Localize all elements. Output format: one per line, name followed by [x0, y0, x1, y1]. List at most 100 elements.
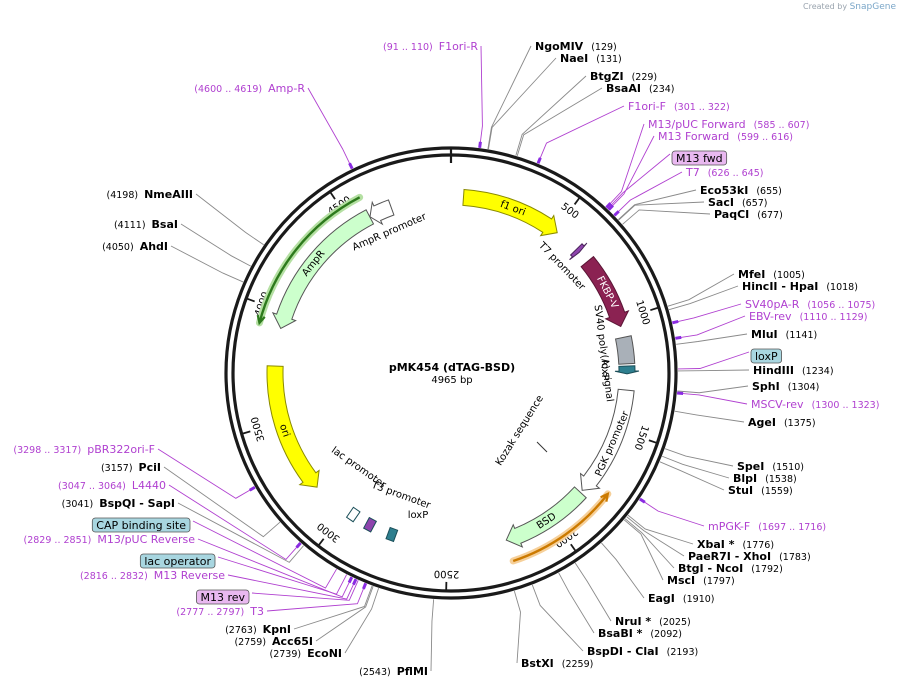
feature-t7-promoter[interactable]: T7 promoter [535, 240, 587, 294]
site-label-stui[interactable]: StuI(1559) [728, 484, 793, 497]
leader-line [195, 193, 264, 246]
site-label-ngomiv[interactable]: NgoMIV(129) [535, 40, 617, 53]
feature-arrow-t7-promoter[interactable] [569, 242, 588, 261]
feature-f1-ori[interactable]: f1 ori [462, 188, 558, 237]
site-label-bspdi-clai[interactable]: BspDI - ClaI(2193) [587, 645, 698, 658]
site-label-mlui[interactable]: MluI(1141) [751, 328, 817, 341]
feature-tag-m13-rev[interactable]: M13 rev [196, 589, 250, 605]
site-label-nrui[interactable]: NruI *(2025) [615, 615, 691, 628]
site-label-mfei[interactable]: MfeI(1005) [738, 268, 805, 281]
feature-loxp[interactable]: loxP [599, 360, 640, 381]
site-name: L4440 [132, 479, 166, 492]
site-label-bstxi[interactable]: BstXI(2259) [521, 657, 593, 670]
feature-tag-loxp[interactable]: loxP [750, 348, 782, 364]
leader-line [618, 189, 697, 220]
leader-line [531, 584, 584, 652]
site-name: EcoNI [307, 647, 342, 660]
site-label-pbr322ori-f[interactable]: pBR322ori-F(3298 .. 3317) [13, 443, 155, 456]
feature-arrow-fkbp-v[interactable] [580, 255, 630, 328]
bp-tick-label: 3500 [250, 415, 268, 443]
site-label-m13-reverse[interactable]: M13 Reverse(2816 .. 2832) [80, 569, 225, 582]
feature-bsd[interactable]: BSD [505, 486, 587, 548]
feature-tag-lac-operator[interactable]: lac operator [139, 553, 216, 569]
feature-arrow-f1-ori[interactable] [462, 188, 558, 237]
site-label-amp-r[interactable]: Amp-R(4600 .. 4619) [194, 82, 305, 95]
site-label-naei[interactable]: NaeI(131) [560, 52, 622, 65]
site-label-hindiii[interactable]: HindIII(1234) [753, 364, 834, 377]
feature-arrow-loxp[interactable] [614, 365, 640, 375]
site-label-pcii[interactable]: PciI(3157) [101, 461, 161, 474]
site-label-xbai[interactable]: XbaI *(1776) [697, 538, 774, 551]
site-label-mpgk-f[interactable]: mPGK-F(1697 .. 1716) [708, 520, 826, 533]
orf-arc[interactable] [258, 196, 361, 324]
feature-tag-m13-fwd[interactable]: M13 fwd [671, 150, 728, 166]
site-label-spei[interactable]: SpeI(1510) [737, 460, 804, 473]
site-label-sphi[interactable]: SphI(1304) [752, 380, 819, 393]
site-label-t7[interactable]: T7(626 .. 645) [685, 166, 763, 179]
site-label-paer7i-xhoi[interactable]: PaeR7I - XhoI(1783) [688, 550, 811, 563]
site-label-f1ori-r[interactable]: F1ori-R(91 .. 110) [383, 40, 478, 53]
feature-arrow-ori[interactable] [266, 365, 320, 488]
primer-mark [676, 391, 684, 396]
feature-arrow-sv40-poly-a-signal[interactable] [614, 335, 636, 365]
site-label-paqci[interactable]: PaqCI(677) [714, 208, 783, 221]
leader-line [163, 466, 281, 538]
site-label-eagi[interactable]: EagI(1910) [648, 592, 715, 605]
lac-feature-loxp[interactable] [385, 526, 399, 543]
feature-arrow-pgk-promoter[interactable] [579, 388, 635, 491]
site-label-acc65i[interactable]: Acc65I(2759) [234, 635, 313, 648]
feature-arrow-bsd[interactable] [505, 486, 587, 548]
site-label-nmeaiii[interactable]: NmeAIII(4198) [106, 188, 193, 201]
site-label-pflmi[interactable]: PflMI(2543) [359, 665, 428, 678]
site-position: (1776) [742, 540, 774, 551]
site-label-mscv-rev[interactable]: MSCV-rev(1300 .. 1323) [751, 398, 879, 411]
feature-pgk-promoter[interactable]: PGK promoter [579, 388, 635, 491]
site-label-btgi-ncoi[interactable]: BtgI - NcoI(1792) [678, 562, 783, 575]
leader-line [677, 369, 750, 372]
site-label-saci[interactable]: SacI(657) [708, 196, 768, 209]
site-label-l4440[interactable]: L4440(3047 .. 3064) [58, 479, 166, 492]
site-label-eco53ki[interactable]: Eco53kI(655) [700, 184, 782, 197]
site-label-t3[interactable]: T3(2777 .. 2797) [176, 605, 264, 618]
feature-ori[interactable]: ori [266, 365, 320, 488]
orf-arc[interactable] [512, 493, 609, 563]
site-label-sv40pa-r[interactable]: SV40pA-R(1056 .. 1075) [745, 298, 875, 311]
site-label-kpni[interactable]: KpnI(2763) [225, 623, 291, 636]
site-name: BspDI - ClaI [587, 645, 659, 658]
site-label-m13-puc-forward[interactable]: M13/pUC Forward(585 .. 607) [648, 118, 809, 131]
site-name: KpnI [263, 623, 291, 636]
site-label-m13-forward[interactable]: M13 Forward(599 .. 616) [658, 130, 793, 143]
site-label-msci[interactable]: MscI(1797) [667, 574, 735, 587]
site-position: (1375) [784, 418, 816, 429]
site-label-bsabi[interactable]: BsaBI *(2092) [598, 627, 682, 640]
site-label-f1ori-f[interactable]: F1ori-F(301 .. 322) [628, 100, 730, 113]
site-label-ahdi[interactable]: AhdI(4050) [102, 240, 168, 253]
site-name: NaeI [560, 52, 588, 65]
site-label-btgzi[interactable]: BtgZI(229) [590, 70, 657, 83]
leader-line [676, 333, 748, 345]
feature-arrow-ampr[interactable] [271, 209, 375, 330]
site-position: (234) [649, 84, 675, 95]
site-label-bsai[interactable]: BsaI(4111) [114, 218, 178, 231]
lac-feature-t3-promoter[interactable] [362, 516, 378, 533]
feature-arrow-ampr-promoter[interactable] [369, 199, 395, 226]
site-label-blpi[interactable]: BlpI(1538) [733, 472, 797, 485]
site-label-bsaai[interactable]: BsaAI(234) [606, 82, 675, 95]
feature-fkbp-v[interactable]: FKBP-V [580, 255, 630, 328]
leader-line [516, 87, 603, 157]
site-position: (1005) [773, 270, 805, 281]
site-name: M13 Reverse [154, 569, 225, 582]
site-label-econi[interactable]: EcoNI(2739) [270, 647, 342, 660]
snapgene-logo: SnapGene [849, 2, 896, 12]
feature-tag-cap-binding-site[interactable]: CAP binding site [91, 517, 191, 533]
lac-feature-lac-promoter[interactable] [345, 506, 361, 523]
site-label-agei[interactable]: AgeI(1375) [748, 416, 816, 429]
leader-line [601, 542, 645, 599]
site-label-ebv-rev[interactable]: EBV-rev(1110 .. 1129) [749, 310, 867, 323]
site-label-m13-puc-reverse[interactable]: M13/pUC Reverse(2829 .. 2851) [24, 533, 196, 546]
site-label-hincii-hpai[interactable]: HincII - HpaI(1018) [742, 280, 858, 293]
site-name: PflMI [397, 665, 428, 678]
site-label-bspqi-sapi[interactable]: BspQI - SapI(3041) [62, 497, 175, 510]
primer-mark [613, 210, 620, 217]
